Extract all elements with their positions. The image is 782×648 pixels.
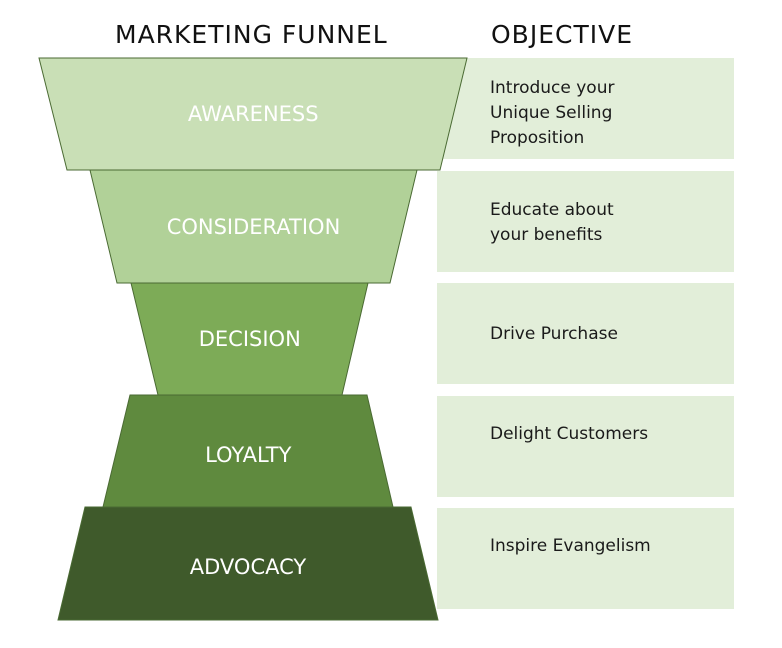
objective-box (437, 396, 734, 497)
objective-line: Proposition (490, 128, 585, 148)
funnel-stage-consideration (89, 169, 418, 284)
objective-line: Drive Purchase (490, 324, 618, 344)
stage-label: AWARENESS (187, 102, 319, 126)
objective-text: Inspire Evangelism (490, 534, 651, 559)
funnel-stage-advocacy (57, 506, 439, 621)
stage-label: CONSIDERATION (166, 215, 341, 239)
objective-box (437, 508, 734, 609)
stage-label: ADVOCACY (189, 555, 307, 579)
stage-label: DECISION (198, 327, 301, 351)
objective-box (437, 171, 734, 272)
objective-line: Educate about (490, 200, 614, 220)
objective-text: Delight Customers (490, 422, 648, 447)
stage-label: LOYALTY (205, 443, 292, 467)
objective-line: Unique Selling (490, 103, 613, 123)
objective-line: Delight Customers (490, 424, 649, 444)
objective-text: Educate about your benefits (490, 198, 614, 248)
funnel-stage-awareness (38, 57, 468, 171)
objective-box (437, 283, 734, 384)
objective-box (437, 58, 734, 159)
objective-line: Introduce your (490, 78, 615, 98)
objective-line: your benefits (490, 225, 603, 245)
objective-line: Inspire Evangelism (490, 536, 651, 556)
objective-text: Drive Purchase (490, 322, 618, 347)
objective-header: OBJECTIVE (491, 20, 633, 49)
funnel-header: MARKETING FUNNEL (115, 20, 388, 49)
